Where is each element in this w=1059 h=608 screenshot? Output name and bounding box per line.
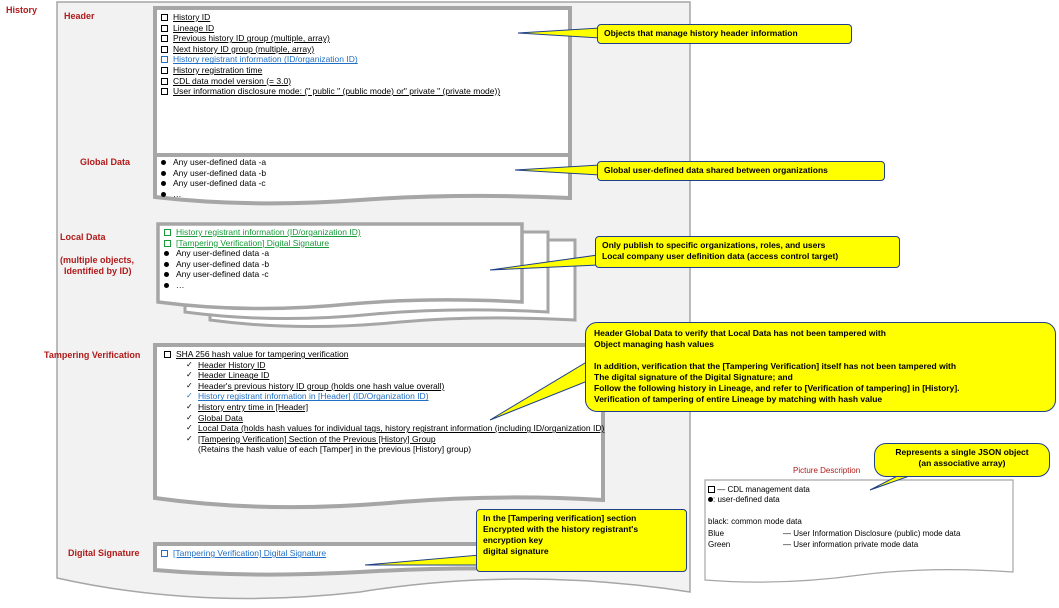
callout-local: Only publish to specific organizations, …: [595, 236, 900, 268]
legend-box-shape: [704, 479, 1014, 583]
check-icon: ✓: [186, 433, 193, 443]
legend-square-row: — CDL management data: [708, 485, 810, 495]
callout-global: Global user-defined data shared between …: [597, 161, 885, 181]
check-icon: ✓: [186, 423, 193, 433]
list-item: Any user-defined data -b: [164, 259, 361, 270]
global-box-shape: [153, 153, 572, 206]
check-icon: ✓: [186, 359, 193, 369]
list-item: ✓Header History ID: [186, 359, 266, 370]
callout-header: Objects that manage history header infor…: [597, 24, 852, 44]
check-icon: ✓: [186, 391, 193, 401]
callout-tampering: Header Global Data to verify that Local …: [585, 322, 1056, 412]
legend-green-key: Green: [708, 540, 731, 549]
list-item-note: (Retains the hash value of each [Tamper]…: [198, 444, 472, 455]
legend-title: Picture Description: [793, 466, 861, 475]
tampering-subitems: ✓Header History ID ✓Header Lineage ID ✓H…: [186, 360, 604, 455]
legend-blue-value: — User Information Disclosure (public) m…: [783, 529, 961, 538]
global-data-list: Any user-defined data -a Any user-define…: [161, 157, 266, 199]
square-marker-icon: [164, 351, 171, 358]
legend-blue-key: Blue: [708, 529, 725, 538]
list-item: ✓History registrant information in [Head…: [186, 391, 429, 402]
page-title: History: [6, 5, 38, 15]
dot-marker-icon: [164, 282, 169, 288]
list-item: …: [164, 280, 361, 291]
list-item: ✓Header Lineage ID: [186, 370, 270, 381]
tampering-label: Tampering Verification: [44, 350, 141, 360]
list-item: ✓Header's previous history ID group (hol…: [186, 380, 445, 391]
square-marker-icon: [161, 45, 168, 53]
list-item: Any user-defined data -a: [164, 248, 361, 259]
check-icon: ✓: [186, 380, 193, 390]
list-item: History ID: [161, 12, 500, 23]
square-marker-icon: [161, 24, 168, 32]
header-list: History ID Lineage ID Previous history I…: [161, 12, 500, 97]
legend-green-value: — User information private mode data: [783, 540, 919, 549]
list-item: User information disclosure mode: (" pub…: [161, 86, 500, 97]
check-icon: ✓: [186, 401, 193, 411]
list-item: Any user-defined data -c: [164, 269, 361, 280]
dot-marker-icon: [161, 181, 166, 187]
list-item: Any user-defined data -b: [161, 168, 266, 179]
square-marker-icon: [161, 88, 168, 96]
callout-json: Represents a single JSON object (an asso…: [874, 443, 1050, 477]
list-item: History registrant information (ID/organ…: [164, 227, 361, 238]
list-item: Previous history ID group (multiple, arr…: [161, 33, 500, 44]
list-item: ✓Local Data (holds hash values for indiv…: [186, 423, 605, 434]
list-item: [Tampering Verification] Digital Signatu…: [161, 548, 326, 559]
list-item: History registrant information (ID/organ…: [161, 54, 500, 65]
dot-marker-icon: [164, 272, 169, 278]
square-marker-icon: [161, 56, 168, 64]
check-icon: ✓: [186, 370, 193, 380]
list-item: ✓History entry time in [Header]: [186, 401, 309, 412]
signature-list: [Tampering Verification] Digital Signatu…: [161, 548, 326, 559]
legend-black: black: common mode data: [708, 517, 802, 526]
list-item: Lineage ID: [161, 23, 500, 34]
local-data-list: History registrant information (ID/organ…: [164, 227, 361, 291]
square-marker-icon: [161, 14, 168, 21]
list-item: …: [161, 189, 266, 200]
square-marker-icon: [161, 66, 168, 74]
global-data-label: Global Data: [80, 157, 131, 167]
list-item: ✓Global Data: [186, 412, 243, 423]
local-data-sublabel-2: Identified by ID): [64, 266, 132, 276]
square-marker-icon: [161, 35, 168, 43]
dot-marker-icon: [161, 191, 166, 197]
header-label: Header: [64, 11, 95, 21]
list-item: ✓[Tampering Verification] Section of the…: [186, 433, 436, 444]
dot-marker-icon: [164, 251, 169, 257]
list-item: Any user-defined data -c: [161, 178, 266, 189]
tampering-list: SHA 256 hash value for tampering verific…: [164, 349, 348, 360]
local-data-label: Local Data: [60, 232, 106, 242]
square-marker-icon: [161, 550, 168, 557]
square-marker-icon: [164, 239, 171, 247]
legend-dot-row: : user-defined data: [708, 495, 780, 505]
square-marker-icon: [708, 486, 715, 494]
dot-marker-icon: [164, 261, 169, 267]
local-box-front-shape: [156, 222, 524, 311]
square-marker-icon: [164, 229, 171, 236]
list-item: Any user-defined data -a: [161, 157, 266, 168]
square-marker-icon: [161, 77, 168, 85]
list-item: [Tampering Verification] Digital Signatu…: [164, 238, 361, 249]
tampering-box-shape: [153, 343, 605, 510]
dot-marker-icon: [161, 160, 166, 165]
list-item: CDL data model version (= 3.0): [161, 76, 500, 87]
list-item: Next history ID group (multiple, array): [161, 44, 500, 55]
callout-signature: In the [Tampering verification] section …: [476, 509, 687, 572]
dot-marker-icon: [161, 170, 166, 176]
local-data-sublabel-1: (multiple objects,: [60, 255, 135, 265]
list-item: History registration time: [161, 65, 500, 76]
dot-marker-icon: [708, 497, 713, 503]
list-item: SHA 256 hash value for tampering verific…: [164, 349, 348, 360]
check-icon: ✓: [186, 412, 193, 422]
signature-label: Digital Signature: [68, 548, 140, 558]
